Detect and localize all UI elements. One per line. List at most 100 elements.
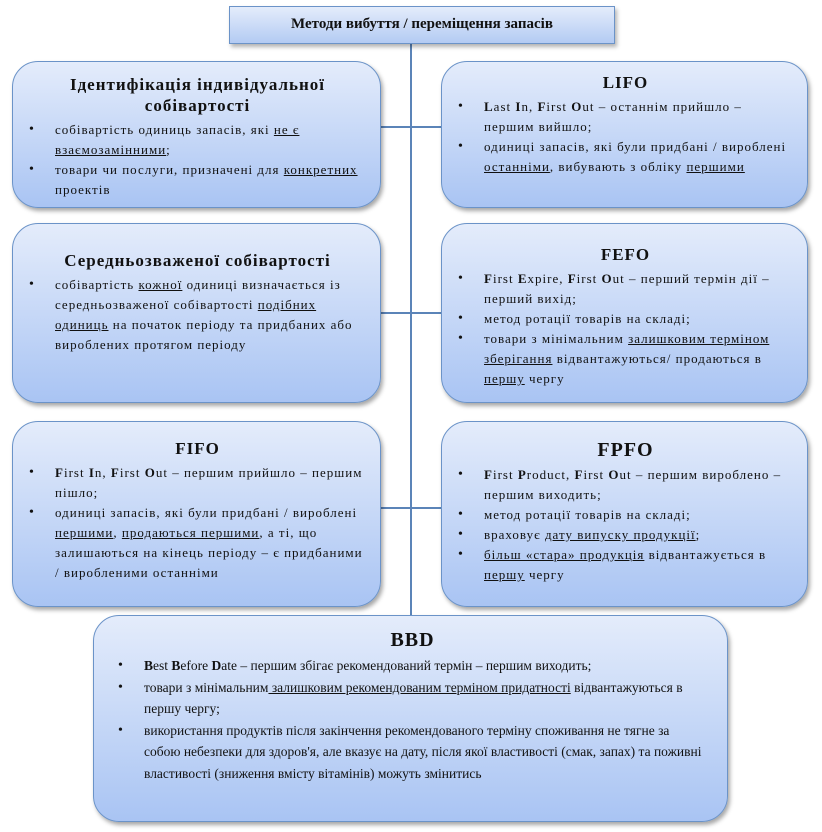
- bullet-item: метод ротації товарів на складі;: [458, 505, 793, 525]
- text: метод ротації товарів на складі;: [484, 507, 691, 522]
- text: B: [171, 658, 181, 673]
- text: F: [537, 99, 547, 114]
- box-lifo: L IF OLast In, First Out – останнім прийшл…: [441, 61, 808, 208]
- connector-vertical: [410, 44, 412, 616]
- text: O: [601, 271, 613, 286]
- text: ;: [166, 142, 171, 157]
- text: irst: [63, 465, 89, 480]
- text: irst: [492, 271, 518, 286]
- text: O: [144, 465, 156, 480]
- text: L: [484, 99, 494, 114]
- bullet-item: собівартість одиниць запасів, які не є в…: [29, 120, 366, 160]
- text: собівартість: [55, 277, 139, 292]
- text: irst: [583, 467, 609, 482]
- bullet-item: більш «стара» продукція відвантажується …: [458, 545, 793, 585]
- bullet-item: Last In, First Out – останнім прийшло – …: [458, 97, 793, 137]
- bullet-list: Last In, First Out – останнім прийшло – …: [458, 97, 793, 177]
- text: F: [567, 271, 577, 286]
- text: ast: [493, 99, 516, 114]
- bullet-item: товари з мінімальним залишковим терміном…: [458, 329, 793, 389]
- connector-row3: [381, 507, 441, 509]
- diagram-title: Методи вибуття / переміщення запасів: [229, 6, 615, 44]
- box-weighted-average: Середньозваженої собівартості собівартіст…: [12, 223, 381, 403]
- box-heading: BBD: [390, 629, 435, 651]
- bullet-item: Best Before Date – першим збігає рекомен…: [118, 655, 707, 677]
- underlined-text: дату випуску продукції: [544, 527, 696, 542]
- text: roduct,: [526, 467, 575, 482]
- underlined-text: більш «стара» продукція: [484, 547, 645, 562]
- text: товари з мінімальним: [484, 331, 629, 346]
- text: irst: [492, 467, 518, 482]
- bullet-list: First Expire, First Out – перший термін …: [458, 269, 793, 389]
- bullet-item: одиниці запасів, які були придбані / вир…: [29, 503, 366, 583]
- text: товари з мінімальним: [144, 679, 269, 695]
- connector-row1: [381, 126, 441, 128]
- bullet-item: First In, First Out – першим прийшло – п…: [29, 463, 366, 503]
- text: xpire,: [527, 271, 568, 286]
- box-heading: Ідентифікація індивідуальної собівартост…: [69, 75, 326, 115]
- text: ut – останнім прийшло – першим вийшло;: [484, 99, 742, 134]
- text: B: [144, 658, 154, 673]
- text: ut – перший термін дії – перший вихід;: [484, 271, 770, 306]
- text: F: [484, 271, 493, 286]
- text: товари чи послуги, призначені для: [55, 162, 284, 177]
- bullet-item: товари з мінімальним залишковим рекоменд…: [118, 677, 707, 720]
- bullet-item: метод ротації товарів на складі;: [458, 309, 793, 329]
- text: ate – першим збігає рекомендований термі…: [221, 658, 592, 673]
- text: чергу: [524, 371, 565, 386]
- bullet-list: Best Before Date – першим збігає рекомен…: [118, 655, 707, 784]
- underlined-text: першу: [484, 567, 525, 582]
- text: використання продуктів після закінчення …: [144, 722, 702, 781]
- bullet-item: First Product, First Out – першим виробл…: [458, 465, 793, 505]
- text: irst: [119, 465, 145, 480]
- box-heading: Середньозваженої собівартості: [64, 251, 331, 270]
- text: O: [571, 99, 583, 114]
- text: на початок періоду та придбаних або виро…: [55, 317, 353, 352]
- box-fifo: FIFO First In, First Out – першим прийшло…: [12, 421, 381, 607]
- underlined-text: не є взаємозамінними: [55, 122, 300, 157]
- text: відвантажуються в першу чергу;: [144, 679, 683, 717]
- bullet-list: собівартість кожної одиниці визначається…: [29, 275, 366, 355]
- text: одиниці запасів, які були придбані / вир…: [55, 505, 358, 520]
- text: I: [88, 465, 95, 480]
- text: irst: [546, 99, 572, 114]
- box-identification: Ідентифікація індивідуальної собівартост…: [12, 61, 381, 208]
- text: F: [484, 467, 493, 482]
- connector-row2: [381, 312, 441, 314]
- underlined-text: першими: [55, 525, 114, 540]
- box-fpfo: F P F O First Product, First Out – першим в…: [441, 421, 808, 607]
- underlined-text: кожної: [138, 277, 183, 292]
- text: F: [55, 465, 64, 480]
- bullet-item: враховує дату випуску продукції;: [458, 525, 793, 545]
- bullet-item: одиниці запасів, які були придбані / вир…: [458, 137, 793, 177]
- box-bbd: BBDBest Before Date – першим збігає реко…: [93, 615, 728, 822]
- text: , а ті, що залишаються на кінець періоду…: [55, 525, 363, 580]
- text: одиниці запасів, які були придбані / вир…: [484, 139, 787, 154]
- bullet-list: First In, First Out – першим прийшло – п…: [29, 463, 366, 583]
- underlined-text: останніми: [484, 159, 550, 174]
- text: P: [517, 467, 527, 482]
- text: враховує: [484, 527, 545, 542]
- text: відвантажуються/ продаються в: [552, 351, 762, 366]
- text: efore: [180, 658, 212, 673]
- text: метод ротації товарів на складі;: [484, 311, 691, 326]
- text: D: [211, 658, 222, 673]
- text: est: [153, 658, 172, 673]
- bullet-item: товари чи послуги, призначені для конкре…: [29, 160, 366, 200]
- box-fefo: FEFO First Expire, First Out – перший тер…: [441, 223, 808, 403]
- text: ut – першим вироблено – першим виходить;: [484, 467, 782, 502]
- text: ;: [695, 527, 701, 542]
- text: проектів: [55, 182, 111, 197]
- box-heading: FEFO: [600, 245, 651, 264]
- text: F: [574, 467, 584, 482]
- text: O: [608, 467, 620, 482]
- text: ut – першим прийшло – першим пішло;: [55, 465, 363, 500]
- text: чергу: [524, 567, 565, 582]
- underlined-text: конкретних: [283, 162, 358, 177]
- text: I: [515, 99, 522, 114]
- bullet-item: First Expire, First Out – перший термін …: [458, 269, 793, 309]
- underlined-text: залишковим рекомендованим терміном прида…: [268, 679, 571, 695]
- box-heading: FIFO: [175, 439, 220, 458]
- text: n,: [94, 465, 111, 480]
- bullet-item: використання продуктів після закінчення …: [118, 720, 707, 785]
